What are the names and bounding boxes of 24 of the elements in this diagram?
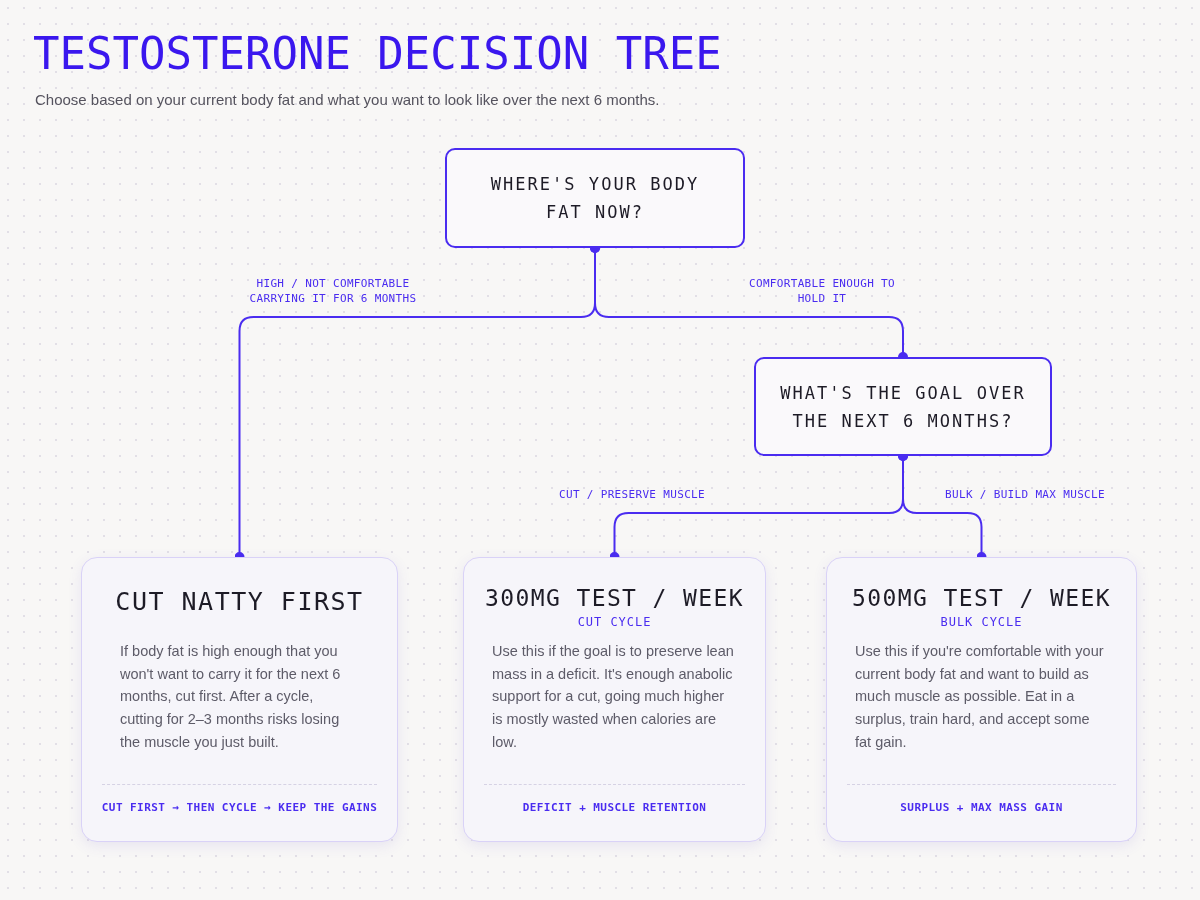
question-box: [445, 148, 745, 248]
outcome-card: [81, 557, 398, 842]
subtitle: Choose based on your current body fat and what you want to look like over the next 6 months.: [35, 90, 660, 110]
question-text: WHAT'S THE GOAL OVER THE NEXT 6 MONTHS?: [780, 381, 1026, 433]
card-heading: 500MG TEST / WEEK: [852, 584, 1111, 612]
edge-label: CUT / PRESERVE MUSCLE: [558, 487, 706, 502]
edge-label: BULK / BUILD MAX MUSCLE: [944, 487, 1106, 502]
title: TESTOSTERONE DECISION TREE: [33, 28, 722, 80]
card-description: If body fat is high enough that you won't want to carry it for the next 6 months, cut first. After a cycle, cutting for 2–3 months risks losing the muscle you just built.: [119, 642, 342, 752]
card-footer: SURPLUS + MAX MASS GAIN: [827, 801, 1136, 815]
card-subheading: CUT CYCLE: [577, 614, 652, 630]
outcome-card: [463, 557, 766, 842]
card-subheading: BULK CYCLE: [940, 614, 1023, 630]
outcome-card: [826, 557, 1137, 842]
card-footer: DEFICIT + MUSCLE RETENTION: [464, 801, 765, 815]
question-text: WHERE'S YOUR BODY FAT NOW?: [489, 173, 701, 224]
card-description: Use this if the goal is to preserve lean mass in a deficit. It's enough anabolic support for a cut, going much higher is mostly wasted when calories are low.: [491, 642, 735, 752]
question-box: [754, 357, 1052, 456]
card-heading: 300MG TEST / WEEK: [485, 584, 744, 612]
edge-label: COMFORTABLE ENOUGH TO HOLD IT: [748, 276, 896, 306]
card-description: Use this if you're comfortable with your current body fat and want to build as much muscle as possible. Eat in a surplus, train hard, and accept some fat gain.: [854, 642, 1105, 752]
card-heading: CUT NATTY FIRST: [115, 586, 364, 618]
card-footer: CUT FIRST → THEN CYCLE → KEEP THE GAINS: [82, 801, 397, 815]
edge-label: HIGH / NOT COMFORTABLE CARRYING IT FOR 6 MONTHS: [248, 276, 418, 306]
